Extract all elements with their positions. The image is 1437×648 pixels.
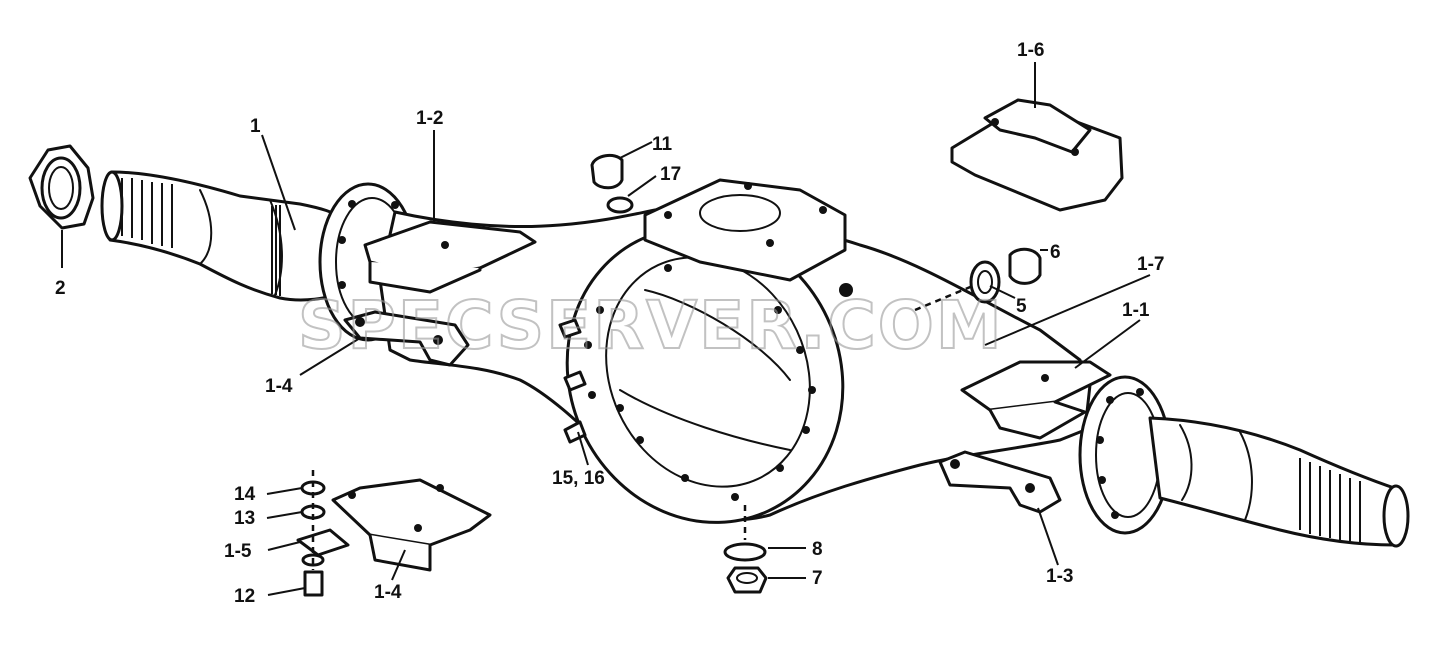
part-spring-seat-right bbox=[960, 360, 1112, 440]
part-nut bbox=[28, 144, 95, 230]
part-drain-plug bbox=[723, 542, 768, 594]
part-bracket-left bbox=[343, 310, 470, 367]
callout-1-4-upper: 1-4 bbox=[265, 376, 293, 397]
callout-6: 6 bbox=[1050, 242, 1061, 263]
part-bolts bbox=[558, 318, 587, 444]
part-seal-plug bbox=[969, 247, 1042, 304]
callout-1-7: 1-7 bbox=[1137, 254, 1164, 275]
part-cover-plate bbox=[950, 98, 1124, 212]
part-right-spindle bbox=[1148, 416, 1410, 548]
callout-12: 12 bbox=[234, 586, 255, 607]
callout-2: 2 bbox=[55, 278, 66, 299]
callout-7: 7 bbox=[812, 568, 823, 589]
callout-1-5: 1-5 bbox=[224, 541, 252, 562]
part-spring-seat-left bbox=[363, 220, 537, 294]
callout-1-6: 1-6 bbox=[1017, 40, 1044, 61]
watermark: SPECSERVER.COM bbox=[298, 287, 1004, 364]
callout-1-1: 1-1 bbox=[1122, 300, 1150, 321]
callout-5: 5 bbox=[1016, 296, 1027, 317]
callout-17: 17 bbox=[660, 164, 681, 185]
callout-1-3: 1-3 bbox=[1046, 566, 1073, 587]
callout-8: 8 bbox=[812, 539, 823, 560]
part-left-spindle bbox=[100, 170, 347, 302]
part-breather bbox=[590, 153, 634, 214]
leader-lines bbox=[61, 62, 1151, 596]
callout-15-16: 15, 16 bbox=[552, 468, 605, 489]
part-axle-housing bbox=[378, 178, 1092, 524]
callout-1: 1 bbox=[250, 116, 261, 137]
callout-1-4-lower: 1-4 bbox=[374, 582, 402, 603]
callout-1-2: 1-2 bbox=[416, 108, 443, 129]
part-bracket-right bbox=[938, 450, 1062, 514]
callout-11: 11 bbox=[652, 134, 673, 155]
callout-13: 13 bbox=[234, 508, 255, 529]
callout-14: 14 bbox=[234, 484, 256, 505]
